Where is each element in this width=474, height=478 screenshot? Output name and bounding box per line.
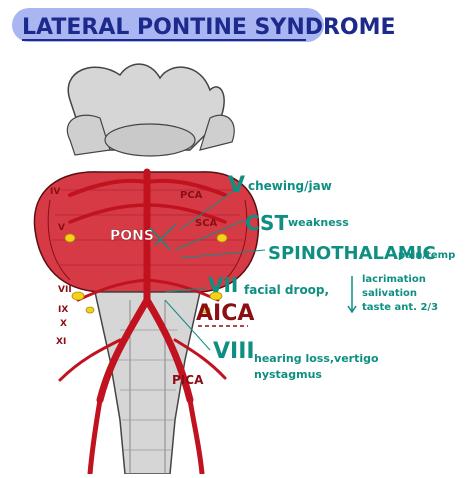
nerve-roots [64,233,228,314]
cn-v-small-label: V [58,223,65,233]
v-numeral: V [228,173,245,198]
viii-text-2: nystagmus [254,368,322,381]
spinothalamic-label: SPINOTHALAMIC [268,243,436,264]
down-arrow-icon [347,276,357,314]
spinothalamic-text: pain/temp [398,250,455,261]
pca-label: PCA [180,190,203,201]
cn-x-label: X [60,319,67,329]
cn-ix-label: IX [58,305,68,315]
lesion-marker [149,224,176,251]
cn-vii-small-label: VII [58,285,72,295]
vii-text: facial droop, [244,283,329,297]
v-text: chewing/jaw [248,179,332,193]
annotations: V chewing/jaw CST weakness SPINOTHALAMIC… [164,173,455,381]
pons-label: PONS [110,228,154,244]
aica-label: AICA [196,301,254,326]
sca-label: SCA [195,218,218,229]
vii-numeral: VII [208,273,238,297]
viii-text-1: hearing loss,vertigo [254,352,379,365]
vii-list-item: salivation [362,288,417,299]
cn-xi-label: XI [56,337,66,347]
pica-label: PICA [172,373,204,387]
vii-list-item: taste ant. 2/3 [362,302,438,313]
title-highlight [12,8,324,42]
vii-list-item: lacrimation [362,274,426,285]
viii-numeral: VIII [213,339,255,364]
midbrain [66,63,235,157]
page-title: LATERAL PONTINE SYNDROME [22,15,396,40]
cn-iv-label: IV [50,187,60,197]
cst-text: weakness [288,216,349,229]
cst-label: CST [245,211,288,235]
